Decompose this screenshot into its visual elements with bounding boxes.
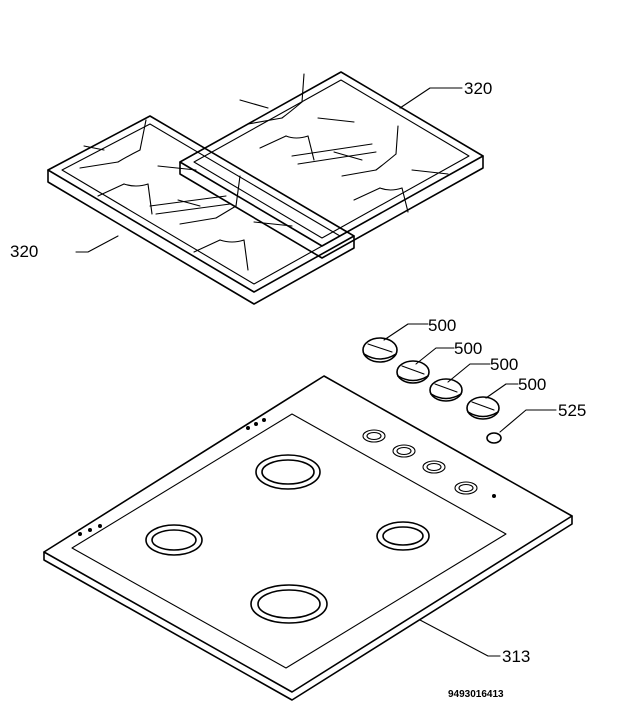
- burner-rear-large: [255, 454, 321, 490]
- burner-left: [145, 524, 203, 556]
- leader-lines: [75, 87, 557, 657]
- label-knob-3: 500: [490, 355, 518, 374]
- burner-right: [376, 521, 430, 551]
- label-knob-4: 500: [518, 375, 546, 394]
- drawing-reference-number: 9493016413: [448, 689, 504, 700]
- label-small-part: 525: [558, 401, 586, 420]
- control-knob-1: [362, 337, 398, 363]
- pan-support-grid-left: [47, 115, 355, 305]
- control-knob-4: [466, 396, 500, 420]
- label-hob-top: 313: [502, 647, 530, 666]
- burner-front-large: [250, 584, 328, 624]
- control-knob-3: [429, 378, 463, 402]
- control-knob-2: [396, 360, 430, 384]
- label-knob-1: 500: [428, 316, 456, 335]
- pan-support-grid-right: [179, 71, 484, 259]
- hob-top-plate: [43, 375, 573, 701]
- knob-holes: [362, 429, 496, 498]
- label-grid-right: 320: [464, 79, 492, 98]
- small-button-part: [486, 432, 502, 444]
- label-grid-left: 320: [10, 242, 38, 261]
- label-knob-2: 500: [454, 339, 482, 358]
